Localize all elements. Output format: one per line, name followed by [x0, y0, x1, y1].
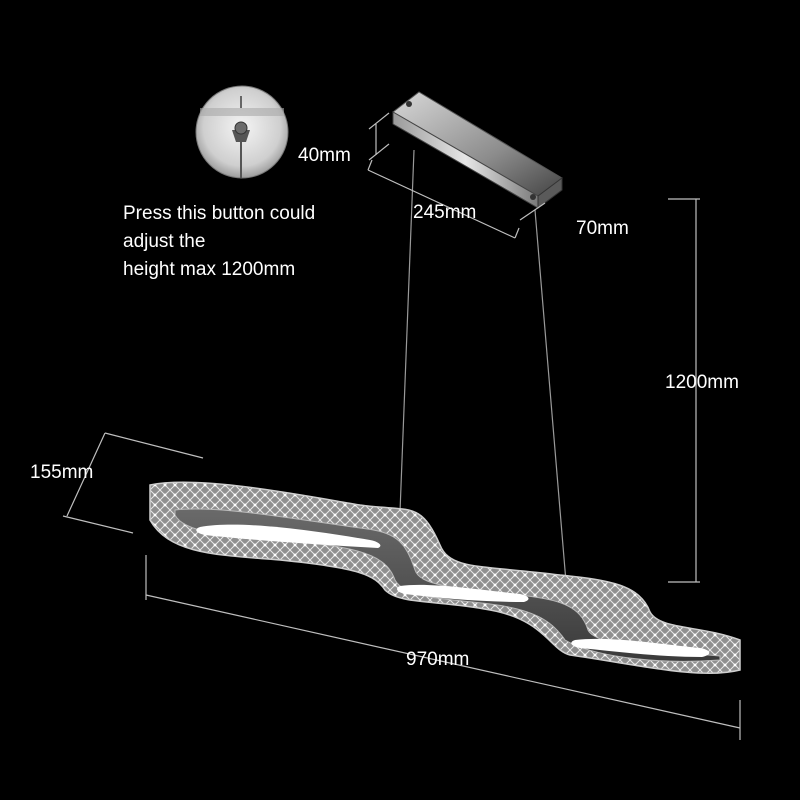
dim-canopy-length-label: 245mm — [413, 202, 477, 223]
suspension-wires — [399, 149, 568, 595]
note-line-2: adjust the — [123, 231, 206, 252]
dim-canopy-height-label: 40mm — [298, 145, 351, 166]
note-line-1: Press this button could — [123, 203, 316, 224]
dimension-lines — [62, 112, 741, 740]
dim-canopy-width-label: 70mm — [576, 218, 629, 239]
button-adjust-note: Press this button could adjust the heigh… — [123, 200, 315, 284]
dim-fixture-width-label: 155mm — [30, 462, 94, 483]
ceiling-canopy — [392, 91, 563, 209]
dim-hang-height-label: 1200mm — [665, 372, 739, 393]
crystal-fixture — [149, 481, 741, 675]
dim-fixture-length-label: 970mm — [406, 649, 470, 670]
note-line-3: height max 1200mm — [123, 259, 296, 280]
button-detail-inset — [195, 85, 289, 179]
